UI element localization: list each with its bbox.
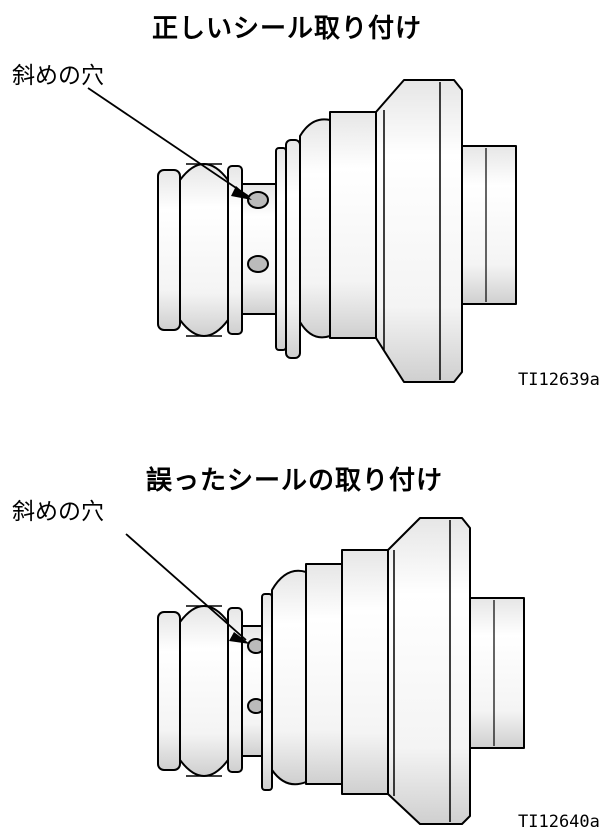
end-cap bbox=[461, 145, 517, 305]
shoulder-ring bbox=[299, 118, 331, 339]
flange-1 bbox=[275, 147, 287, 351]
end-cap bbox=[469, 597, 525, 749]
shoulder-ring bbox=[271, 569, 307, 786]
figure-1-callout-label: 斜めの穴 bbox=[12, 63, 104, 89]
body-step-1 bbox=[329, 111, 377, 339]
body-main bbox=[387, 517, 471, 825]
seal-ring-right bbox=[227, 607, 243, 773]
figure-1-title: 正しいシール取り付け bbox=[152, 14, 423, 44]
figure-2-title: 誤ったシールの取り付け bbox=[146, 466, 444, 496]
figure-1-code: TI12639a bbox=[518, 370, 600, 390]
callout-leader bbox=[87, 87, 249, 197]
seal-ring-left bbox=[157, 611, 181, 771]
body-main bbox=[375, 79, 463, 383]
seal-ring-left bbox=[157, 169, 181, 331]
o-ring bbox=[179, 163, 229, 337]
figure-2-code: TI12640a bbox=[518, 812, 600, 832]
angled-hole-bottom bbox=[247, 255, 269, 273]
callout-arrowhead bbox=[231, 186, 252, 200]
body-step-2 bbox=[341, 549, 389, 795]
body-step-1 bbox=[305, 563, 343, 785]
angled-hole-top bbox=[247, 191, 269, 209]
callout-arrowhead bbox=[229, 632, 250, 644]
flange-2 bbox=[285, 139, 301, 359]
figure-1-seal-drawing bbox=[87, 79, 517, 383]
figure-2-seal-drawing bbox=[125, 517, 525, 825]
flange-1 bbox=[261, 593, 273, 791]
figure-2-callout-label: 斜めの穴 bbox=[12, 499, 104, 525]
o-ring bbox=[179, 605, 229, 777]
callout-leader bbox=[125, 533, 247, 641]
